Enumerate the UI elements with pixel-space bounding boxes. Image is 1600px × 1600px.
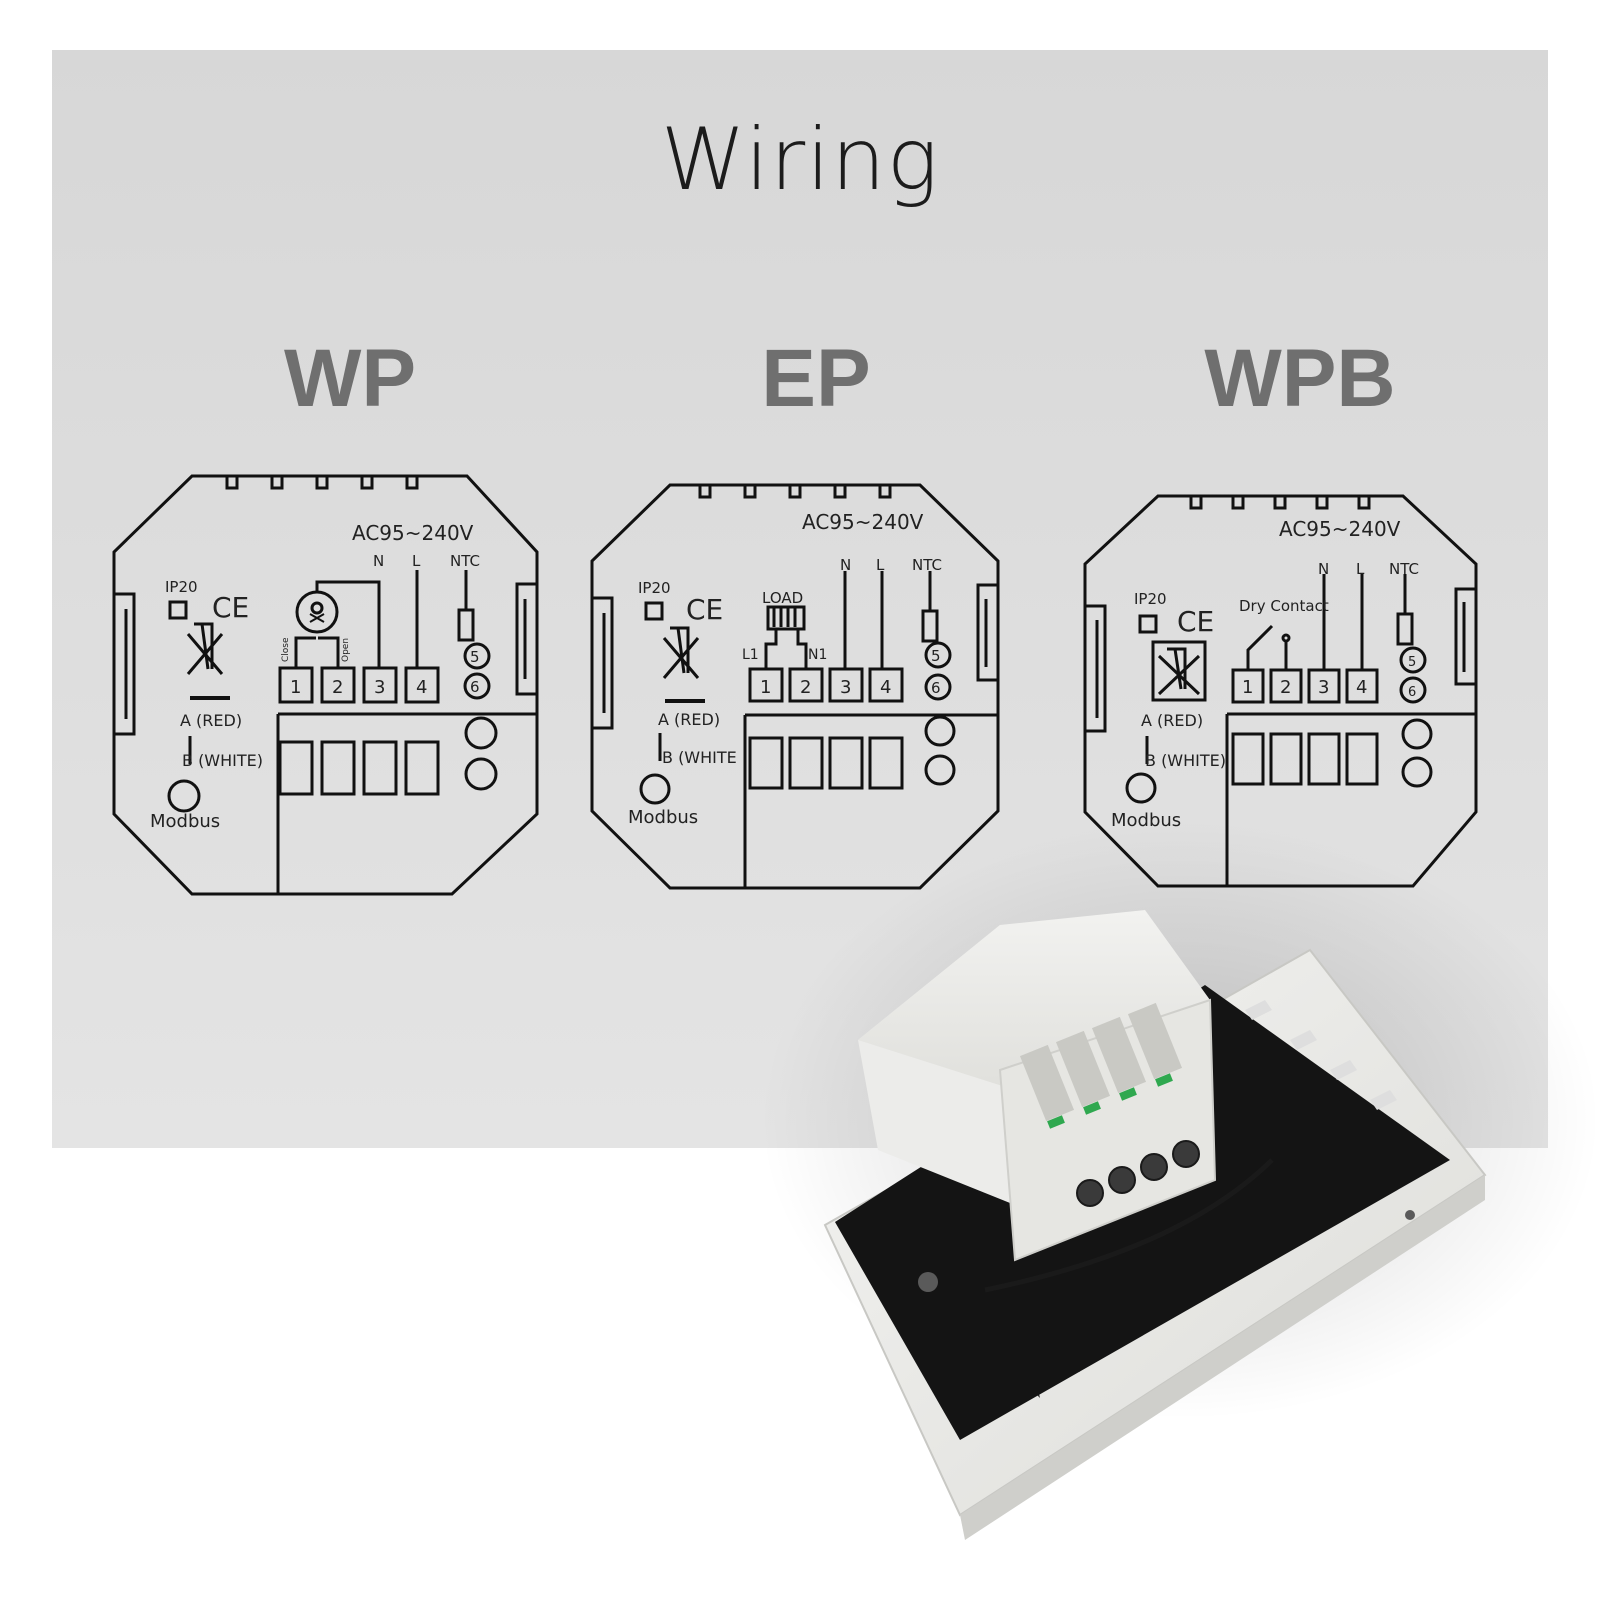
- wiring-diagram-ep: AC95~240V IP20 CE LOAD N L NTC L1 N1 1 2…: [590, 483, 1000, 890]
- terminal-3: 3: [374, 677, 385, 698]
- terminal-2: 2: [800, 677, 811, 698]
- n-label: N: [1318, 560, 1329, 578]
- terminal-6: 6: [470, 678, 480, 696]
- close-label: Close: [281, 637, 291, 662]
- a-red-label: A (RED): [1141, 711, 1203, 730]
- terminal-screws: [1076, 1140, 1200, 1207]
- b-white-label: B (WHITE: [662, 748, 737, 767]
- dry-contact-label: Dry Contact: [1239, 597, 1329, 615]
- modbus-label: Modbus: [628, 807, 698, 828]
- housing-top: [858, 910, 1210, 1090]
- ce-mark: CE: [686, 593, 723, 626]
- l-label: L: [876, 556, 885, 574]
- model-label-wpb: WPB: [1204, 333, 1396, 424]
- ce-mark: CE: [212, 591, 249, 624]
- black-back-plate: [835, 985, 1450, 1440]
- voltage-label: AC95~240V: [1279, 517, 1401, 541]
- terminal-2: 2: [332, 677, 343, 698]
- b-white-label: B (WHITE): [1145, 751, 1226, 770]
- terminal-6: 6: [931, 679, 941, 697]
- terminal-1: 1: [290, 677, 301, 698]
- wiring-diagram-wp: AC95~240V IP20 CE N L NTC Close Open 1 2…: [112, 474, 539, 896]
- ce-mark: CE: [1177, 605, 1214, 638]
- open-label: Open: [341, 638, 351, 662]
- a-red-label: A (RED): [658, 710, 720, 729]
- green-clamps: [1047, 1073, 1173, 1129]
- terminal-4: 4: [880, 677, 891, 698]
- ip-rating-label: IP20: [165, 578, 198, 596]
- b-white-label: B (WHITE): [182, 751, 263, 770]
- plate-slots: [1245, 1000, 1397, 1110]
- l-label: L: [1356, 560, 1365, 578]
- terminal-2: 2: [1280, 677, 1291, 698]
- n-label: N: [373, 552, 384, 570]
- ntc-label: NTC: [912, 556, 942, 574]
- terminal-slots: [1019, 1002, 1183, 1122]
- page-title: Wiring: [660, 110, 940, 210]
- voltage-label: AC95~240V: [802, 510, 924, 534]
- terminal-3: 3: [840, 677, 851, 698]
- n1-label: N1: [808, 647, 827, 663]
- terminal-3: 3: [1318, 677, 1329, 698]
- terminal-5: 5: [931, 647, 941, 665]
- load-label: LOAD: [762, 589, 803, 607]
- ntc-label: NTC: [1389, 560, 1419, 578]
- terminal-5: 5: [1408, 655, 1416, 670]
- ip-rating-label: IP20: [638, 579, 671, 597]
- terminal-6: 6: [1408, 685, 1416, 700]
- terminal-1: 1: [760, 677, 771, 698]
- terminal-4: 4: [1356, 677, 1367, 698]
- mounting-hole: [918, 1272, 938, 1292]
- ribbon-cable: [984, 1158, 1274, 1293]
- screw-hole: [1405, 1210, 1415, 1220]
- model-label-ep: EP: [761, 333, 871, 424]
- a-red-label: A (RED): [180, 711, 242, 730]
- l1-label: L1: [742, 647, 759, 663]
- voltage-label: AC95~240V: [352, 521, 474, 545]
- terminal-1: 1: [1242, 677, 1253, 698]
- modbus-label: Modbus: [150, 811, 220, 832]
- terminal-4: 4: [416, 677, 427, 698]
- l-label: L: [412, 552, 421, 570]
- ntc-label: NTC: [450, 552, 480, 570]
- model-label-wp: WP: [283, 333, 417, 424]
- n-label: N: [840, 556, 851, 574]
- terminal-5: 5: [470, 648, 480, 666]
- frame-edge: [960, 1175, 1485, 1540]
- wiring-diagram-wpb: AC95~240V IP20 CE Dry Contact N L NTC 1 …: [1083, 494, 1478, 888]
- ip-rating-label: IP20: [1134, 590, 1167, 608]
